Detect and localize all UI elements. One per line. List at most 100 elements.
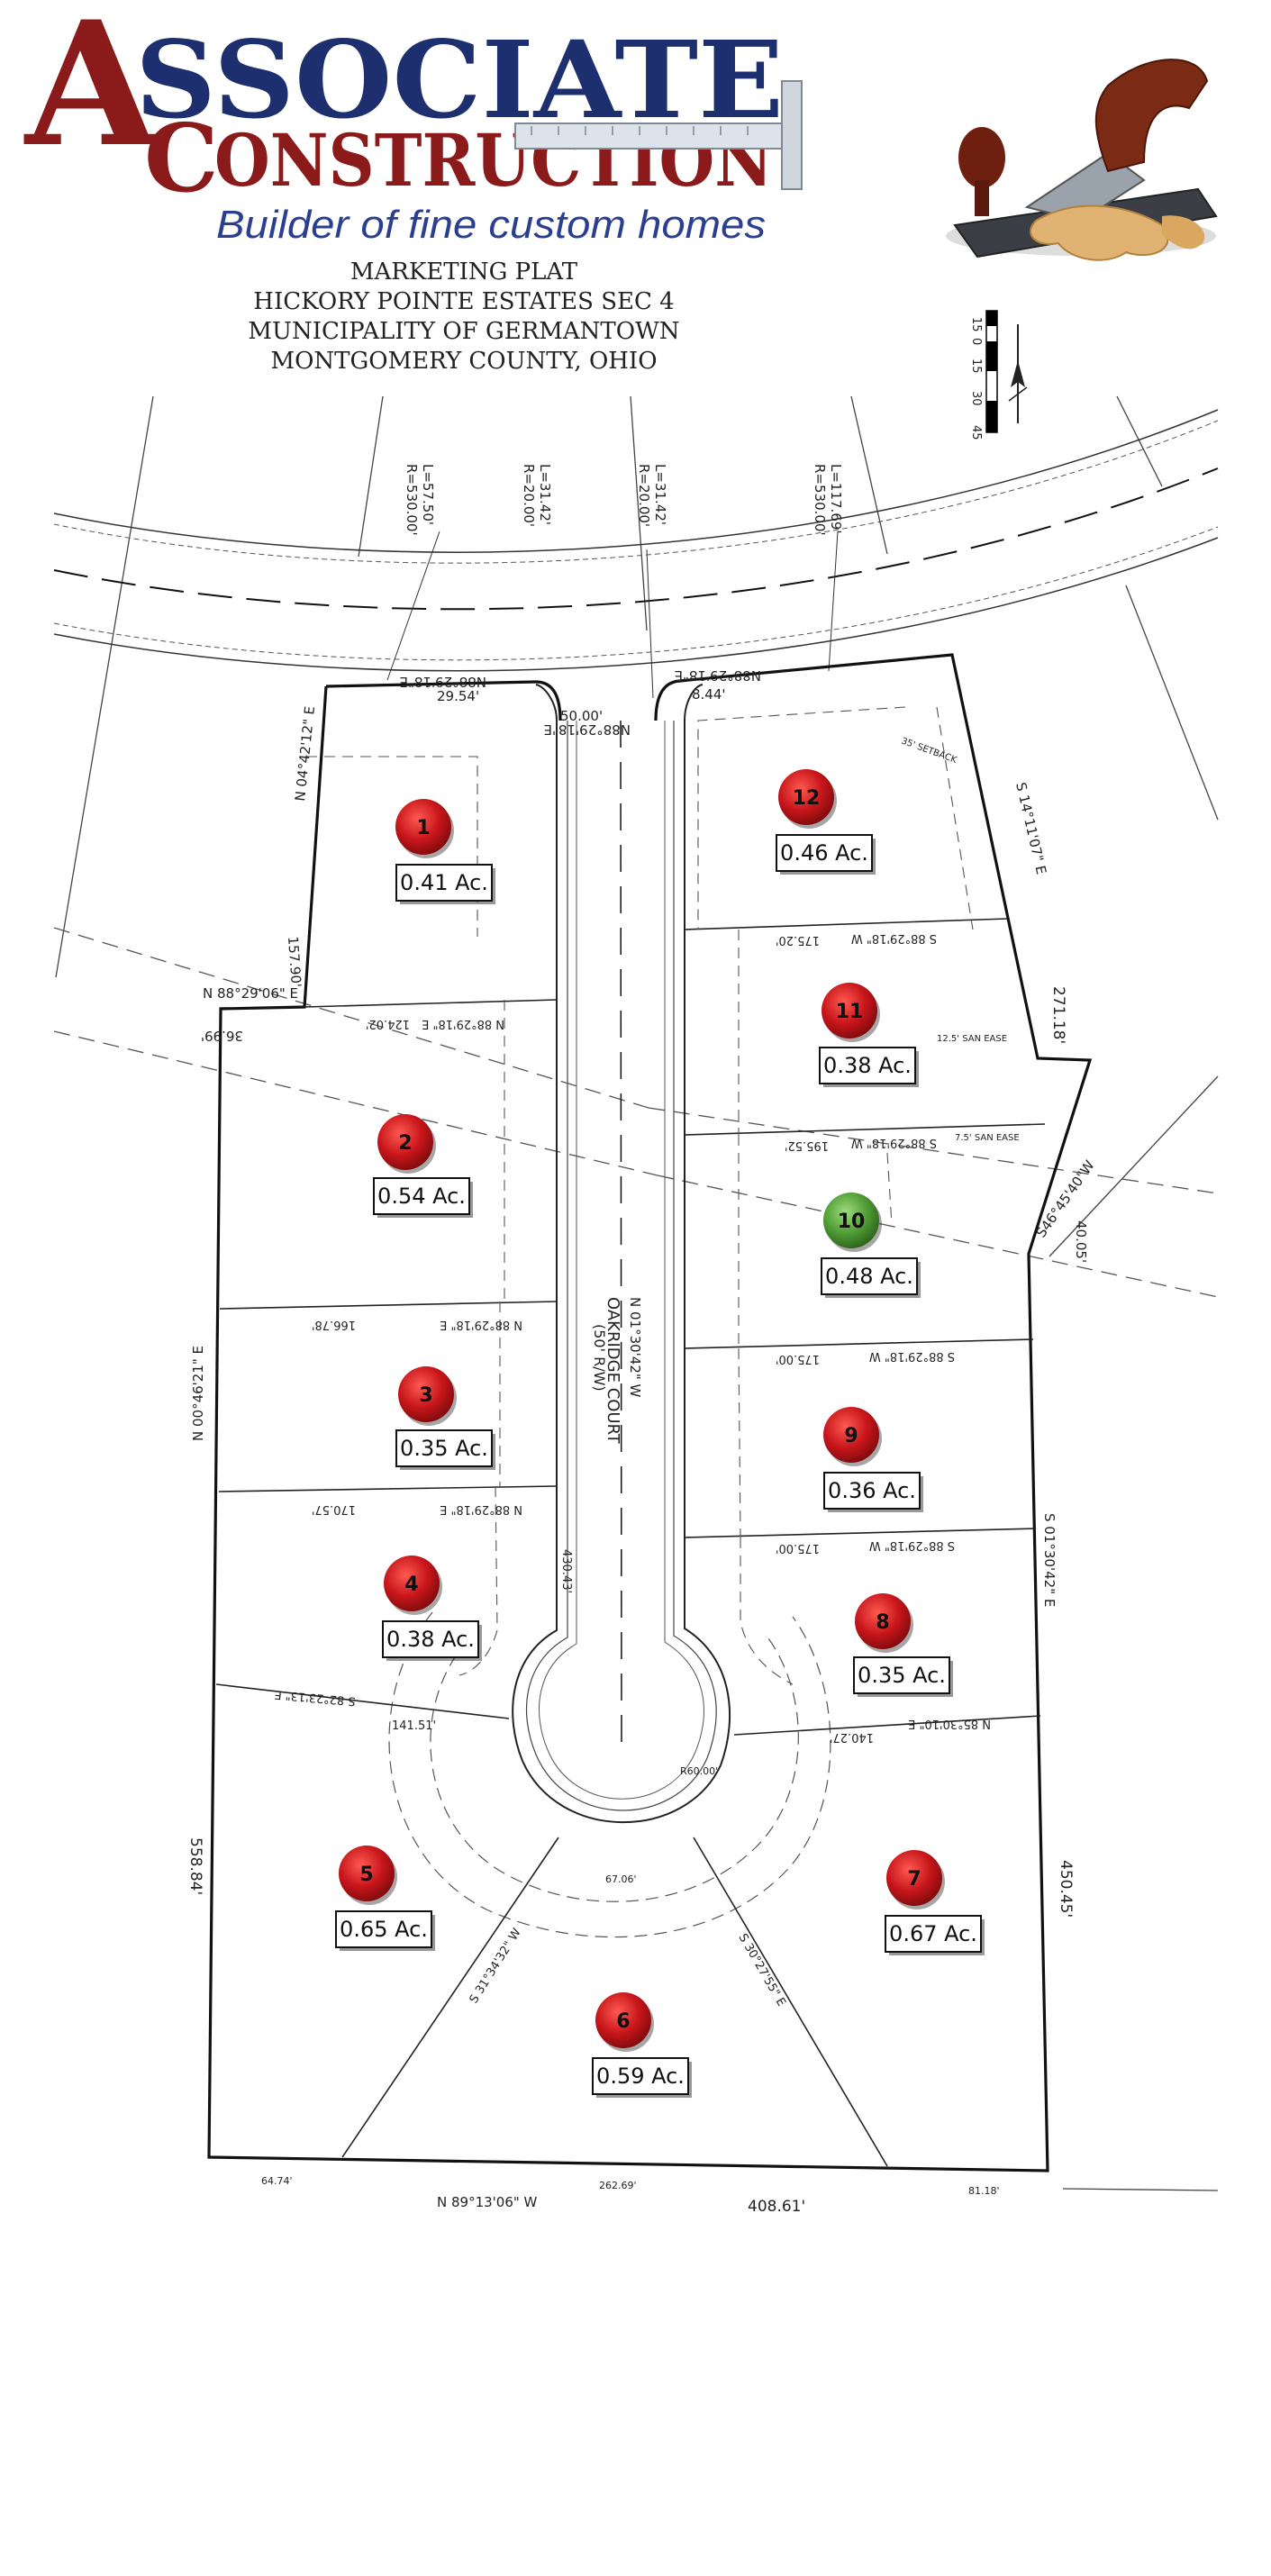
- boundary-dimensions: N88°29'18"E 29.54' 50.00' N88°29'18"E N8…: [186, 667, 1098, 2216]
- lot-line-dimensions: N 88°29'18" E 124.02' N 88°29'18" E 166.…: [274, 736, 1020, 2009]
- lot-number: 1: [416, 817, 430, 839]
- lot-marker-10[interactable]: 10 0.48 Ac.: [821, 1193, 921, 1298]
- lot-acreage: 0.36 Ac.: [828, 1478, 916, 1503]
- dist-lot-1-2: 124.02': [366, 1017, 410, 1030]
- dist-left-jog: 36.99': [201, 1028, 243, 1044]
- sold-lot-dot: [595, 1992, 651, 2048]
- lot-number: 5: [359, 1864, 373, 1886]
- dist-lot-7-8: 140.27': [830, 1730, 874, 1744]
- bearing-left-upper: N 04°42'12" E: [292, 705, 318, 802]
- dist-bottom-right-seg: 81.18': [968, 2185, 1000, 2197]
- easement-lines: [53, 927, 1219, 1298]
- lot-marker-2[interactable]: 20.54 Ac.: [373, 1114, 473, 1218]
- bearing-right-main: S 01°30'42" E: [1041, 1513, 1058, 1607]
- lot-marker-6[interactable]: 60.59 Ac.: [592, 1992, 692, 2098]
- acreage-box: [335, 1910, 432, 1948]
- lot-marker-5[interactable]: 50.65 Ac.: [335, 1846, 435, 1951]
- subdivision-boundary: [207, 653, 1093, 2172]
- bearing-left-main: N 00°46'21" E: [190, 1346, 206, 1441]
- plat-title-line-1: MARKETING PLAT: [350, 259, 578, 286]
- lot-number: 2: [398, 1132, 412, 1155]
- dist-lot-11-12: 175.20': [776, 933, 820, 947]
- lot-number: 7: [907, 1868, 921, 1891]
- curve-label-r: R=20.00': [521, 464, 537, 527]
- hand-plane-icon: [946, 59, 1218, 261]
- lot-number: 10: [838, 1211, 866, 1233]
- lot-acreage: 0.46 Ac.: [780, 840, 868, 866]
- lot-lines: [215, 918, 1046, 2167]
- bearing-right-upper: S 14°11'07" E: [1012, 781, 1049, 876]
- dist-lot-9-10: 175.00': [776, 1352, 820, 1365]
- scale-bar: 15 0 15 30 45: [969, 310, 998, 440]
- bearing-lot-1-2: N 88°29'18" E: [422, 1017, 504, 1030]
- sold-lot-dot: [855, 1593, 911, 1649]
- bearing-lot-8-9: S 88°29'18" W: [869, 1538, 955, 1552]
- lot-markers: 10.41 Ac.20.54 Ac.30.35 Ac.40.38 Ac.50.6…: [335, 769, 985, 2098]
- square-ruler-icon: [514, 80, 803, 190]
- acreage-box: [776, 834, 873, 872]
- curve-leader-lines: [386, 531, 839, 699]
- curve-label-l: L=57.50': [420, 464, 436, 525]
- lot-marker-8[interactable]: 80.35 Ac.: [853, 1593, 953, 1697]
- bearing-lot-9-10: S 88°29'18" W: [869, 1349, 955, 1363]
- lot-acreage: 0.67 Ac.: [889, 1921, 977, 1946]
- lot-marker-1[interactable]: 1 0.41 Ac.: [395, 799, 495, 904]
- lot-marker-11[interactable]: 110.38 Ac.: [819, 983, 919, 1087]
- bearing-lot-6-7: S 30°27'55" E: [736, 1932, 788, 2009]
- cul-de-sac-setback-arcs: [388, 1611, 831, 1938]
- street-name-label: OAKRIDGE COURT (50' R/W): [591, 1297, 622, 1445]
- dist-lot-8-9: 175.00': [776, 1541, 820, 1555]
- lot-number: 11: [836, 1001, 864, 1023]
- dist-top-center: 50.00': [560, 708, 603, 724]
- acreage-box: [821, 1257, 918, 1295]
- bearing-left-jog: N 88°29'06" E: [203, 985, 298, 1002]
- bearing-lot-7-8: N 85°30'10" E: [908, 1717, 991, 1730]
- sold-lot-dot: [822, 983, 877, 1039]
- acreage-box: [373, 1177, 470, 1215]
- curve-label-l: L=117.69': [828, 464, 844, 534]
- bearing-top-right: N88°29'18"E: [675, 667, 761, 684]
- dist-top-left: 29.54': [437, 688, 479, 704]
- acreage-box: [819, 1047, 916, 1084]
- scale-tick-label: 15: [969, 358, 983, 374]
- sold-lot-dot: [395, 799, 451, 855]
- bearing-lot-3-4: N 88°29'18" E: [440, 1502, 522, 1516]
- lot-acreage: 0.48 Ac.: [825, 1264, 913, 1289]
- bearing-center-line: N 01°30'42" W: [627, 1297, 643, 1398]
- north-arrow-icon: [1008, 324, 1028, 423]
- street-row: (50' R/W): [591, 1324, 608, 1392]
- plat-title-block: MARKETING PLAT HICKORY POINTE ESTATES SE…: [248, 259, 679, 375]
- sold-lot-dot: [339, 1846, 395, 1901]
- dist-left-main: 558.84': [186, 1837, 204, 1895]
- dist-right-jog: 40.05': [1073, 1220, 1089, 1263]
- lot-marker-12[interactable]: 120.46 Ac.: [776, 769, 876, 875]
- bearing-lot-10-11: S 88°29'18" W: [851, 1136, 937, 1149]
- logo-initial-a: A: [23, 0, 160, 185]
- curve-label-r: R=530.00': [812, 464, 828, 536]
- dist-right-upper: 271.18': [1049, 986, 1067, 1044]
- street-name: OAKRIDGE COURT: [604, 1297, 622, 1445]
- bearing-lot-4-5: S 82°23'13" E: [274, 1687, 356, 1708]
- lot-number: 3: [419, 1384, 432, 1407]
- scale-tick-label: 15: [969, 317, 983, 332]
- dist-left-upper: 157.90': [285, 936, 304, 988]
- dist-lot-2-3: 166.78': [312, 1318, 356, 1331]
- lot-marker-9[interactable]: 90.36 Ac.: [823, 1407, 923, 1512]
- dist-lot-3-4: 170.57': [312, 1502, 356, 1516]
- logo-initial-c: C: [144, 103, 219, 213]
- lot-marker-7[interactable]: 7 0.67 Ac.: [885, 1850, 985, 1955]
- lot-marker-3[interactable]: 30.35 Ac.: [395, 1366, 495, 1470]
- curve-label-r: R=20.00': [636, 464, 652, 527]
- lot-marker-4[interactable]: 40.38 Ac.: [382, 1556, 482, 1661]
- dist-top-right: 8.44': [692, 686, 726, 703]
- adjacent-parcel-lines: [55, 395, 1219, 2191]
- sold-lot-dot: [398, 1366, 454, 1422]
- lot-acreage: 0.41 Ac.: [400, 870, 488, 895]
- company-logo: A SSOCIATE C ONSTRUCTION Builder of fine…: [23, 0, 803, 247]
- acreage-box: [395, 864, 493, 902]
- curve-label-r: R=530.00': [404, 464, 420, 536]
- bearing-bottom: N 89°13'06" W: [437, 2194, 538, 2210]
- sold-lot-dot: [377, 1114, 433, 1170]
- plat-title-line-3: MUNICIPALITY OF GERMANTOWN: [248, 318, 679, 345]
- acreage-box: [592, 2057, 689, 2095]
